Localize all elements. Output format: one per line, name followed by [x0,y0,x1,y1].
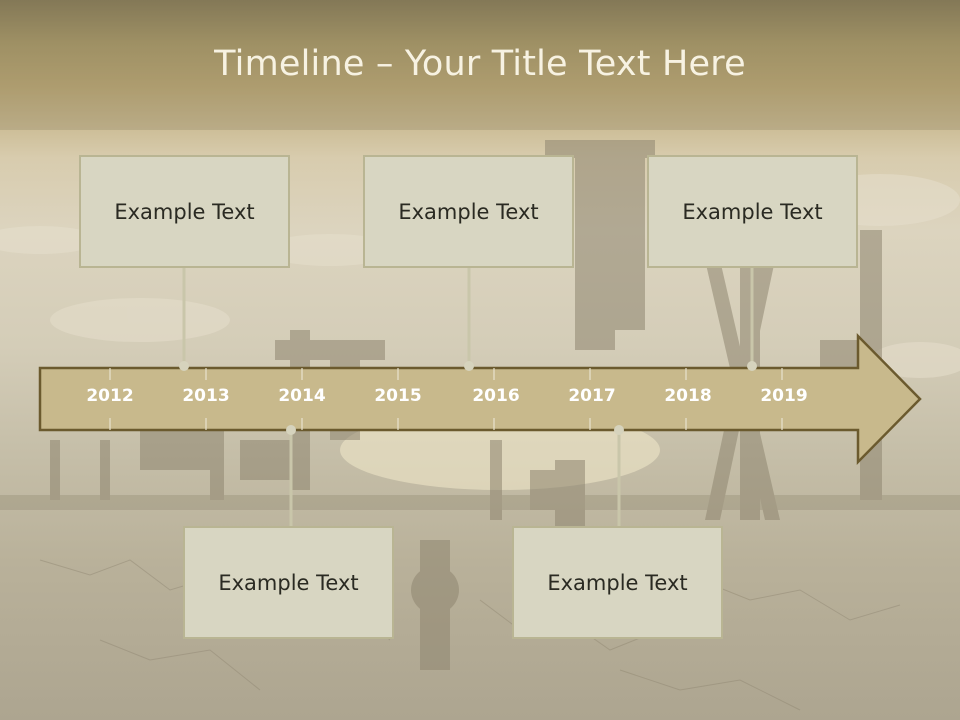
year-label: 2018 [664,386,712,406]
timeline-arrow [38,332,922,466]
year-label: 2017 [568,386,616,406]
timeline-box-top-3: Example Text [647,155,858,268]
year-label: 2014 [278,386,326,406]
timeline-box-bottom-2: Example Text [512,526,723,639]
connector-dot [614,425,624,435]
year-label: 2012 [86,386,134,406]
timeline-box-top-1: Example Text [79,155,290,268]
slide-title: Timeline – Your Title Text Here [214,44,746,84]
timeline-box-top-2: Example Text [363,155,574,268]
year-label: 2015 [374,386,422,406]
connector-dot [179,361,189,371]
year-label: 2013 [182,386,230,406]
connector-dot [747,361,757,371]
year-ticks [109,368,783,430]
timeline-box-bottom-1: Example Text [183,526,394,639]
year-label: 2019 [760,386,808,406]
connector-dot [286,425,296,435]
connector-dot [464,361,474,371]
year-label: 2016 [472,386,520,406]
